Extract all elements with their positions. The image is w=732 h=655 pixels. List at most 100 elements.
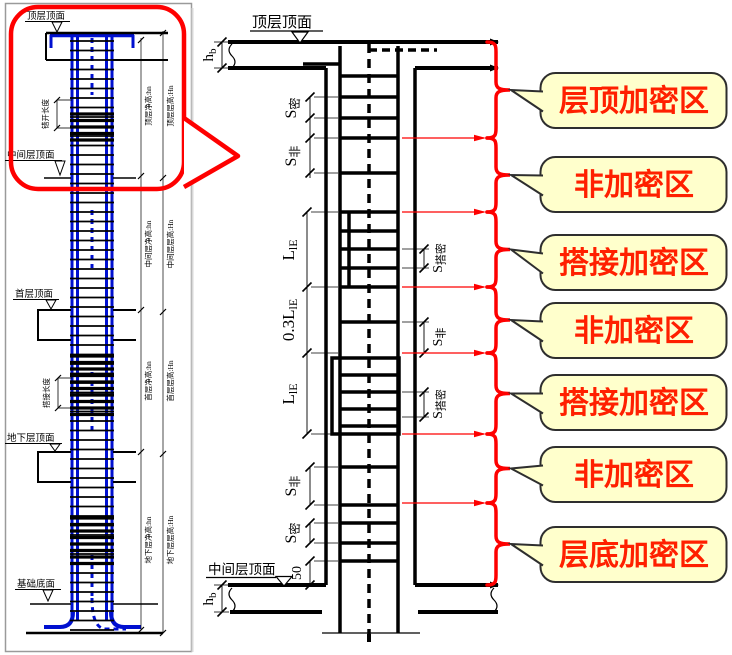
callout-bubble-2: 非加密区 xyxy=(507,156,728,213)
s-lap-dim-2: S搭密 xyxy=(431,389,448,419)
stirrup-line xyxy=(304,579,316,591)
brace-path xyxy=(485,136,511,214)
s-dense-dim-top: S密 xyxy=(283,98,302,119)
stirrup-line xyxy=(304,499,316,511)
break-mark xyxy=(228,43,236,69)
stirrup-line xyxy=(216,606,228,618)
red-zoom-callout xyxy=(8,4,241,192)
brace-path xyxy=(485,210,511,289)
section4-net: 地下层净高:hn xyxy=(143,516,153,563)
callout-bubble-1: 层顶加密区 xyxy=(507,72,728,129)
callout-label: 层底加密区 xyxy=(559,538,709,572)
main-dim-lines xyxy=(214,36,430,618)
panel-label-foundation-face: 基础底面 xyxy=(17,578,55,590)
callout-bubble-4: 非加密区 xyxy=(507,302,728,359)
callout-label: 层顶加密区 xyxy=(559,84,709,118)
stirrup-line xyxy=(304,112,316,124)
leader-arrowhead xyxy=(474,283,486,291)
panel-stirrups xyxy=(70,40,114,631)
stirrup-line xyxy=(216,579,228,591)
brace-path xyxy=(485,40,511,140)
s-lap-dim-1: S搭密 xyxy=(431,243,448,273)
callout-label: 非加密区 xyxy=(574,314,694,348)
left-panel: 顶层顶面 中间层顶面 首层顶面 地下层顶面 基础底面 错开长度 搭接长度 顶层净… xyxy=(4,2,241,653)
callout-bubbles: 层顶加密区 非加密区 搭接加密区 非加密区 搭接加密区 非加密区 xyxy=(507,72,728,583)
main-labels: 顶层顶面 中间层顶面 hb hb S密 S非 LlE 0.3LlE LlE S非… xyxy=(201,15,448,606)
callout-bubble-5: 搭接加密区 xyxy=(507,374,728,431)
dim-tick xyxy=(159,174,167,182)
stirrup-line xyxy=(216,62,228,74)
leader-arrowhead xyxy=(474,208,486,216)
lap2-offset-rect xyxy=(330,356,401,436)
callout-label: 搭接加密区 xyxy=(559,386,709,420)
panel-floor-labels: 顶层顶面 中间层顶面 首层顶面 地下层顶面 基础底面 xyxy=(5,11,70,603)
stirrup-line xyxy=(301,347,313,359)
stirrup-line xyxy=(216,36,228,48)
panel-label-middle-face: 中间层顶面 xyxy=(7,149,55,161)
section2-net: 中间层净高:hn xyxy=(143,220,153,267)
hb-dim-top: hb xyxy=(201,48,219,62)
stirrup-line xyxy=(304,91,316,103)
dim-tick xyxy=(159,308,167,316)
dim-tick xyxy=(137,626,145,634)
dim-tick xyxy=(137,172,145,180)
stirrup-line xyxy=(304,461,316,473)
lle-dim-1: LlE xyxy=(279,239,300,260)
stirrup-line xyxy=(301,206,313,218)
lle-dim-2: LlE xyxy=(279,383,300,404)
stirrup-line xyxy=(304,517,316,529)
panel-section-dims: 错开长度 搭接长度 顶层净高:hn 顶层层高:Hn 中间层净高:hn 中间层层高… xyxy=(40,85,175,564)
dim-tick xyxy=(54,404,62,412)
red-callout-tail xyxy=(182,116,241,189)
stirrup-line xyxy=(301,281,313,293)
panel-label-first-face: 首层顶面 xyxy=(15,288,53,300)
leader-arrowhead xyxy=(474,499,486,507)
stirrup-line xyxy=(304,167,316,179)
panel-label-top-face: 顶层顶面 xyxy=(27,11,65,22)
brace-path xyxy=(485,285,511,355)
section3-net: 首层净高:hn xyxy=(143,361,153,401)
callout-label: 搭接加密区 xyxy=(559,246,709,280)
dim-tick xyxy=(137,448,145,456)
brace-path xyxy=(485,432,511,505)
panel-beams xyxy=(26,31,168,635)
leader-arrowhead xyxy=(474,430,486,438)
section3-storey: 首层层高:Hn xyxy=(165,360,175,401)
dim-tick xyxy=(159,450,167,458)
zone-braces xyxy=(485,40,511,587)
section1-net: 顶层净高:hn xyxy=(143,86,153,126)
hb-dim-bottom: hb xyxy=(201,592,219,606)
section2-storey: 中间层层高:Hn xyxy=(165,219,175,268)
panel-foot-hook-left xyxy=(44,611,75,629)
break-mark xyxy=(490,587,498,613)
callout-bubble-6: 非加密区 xyxy=(507,446,728,503)
callout-bubble-7: 层底加密区 xyxy=(507,526,728,583)
lap-length-label: 搭接长度 xyxy=(41,378,51,408)
point3-lle-dim: 0.3LlE xyxy=(279,299,300,341)
zone-leader-lines xyxy=(402,134,486,507)
dim-50: 50 xyxy=(290,566,305,580)
dim-tick xyxy=(137,36,145,44)
stagger-length-label: 错开长度 xyxy=(40,99,50,129)
panel-foot-hook-center xyxy=(90,597,126,631)
leader-arrowhead xyxy=(474,134,486,142)
brace-path xyxy=(485,351,511,436)
dim-tick xyxy=(53,124,61,132)
top-face-label: 顶层顶面 xyxy=(252,15,312,31)
dim-tick xyxy=(54,374,62,382)
leader-arrowhead xyxy=(474,349,486,357)
s-non-dim-top: S非 xyxy=(283,146,302,167)
callout-label: 非加密区 xyxy=(574,168,694,202)
main-drawing: 顶层顶面 中间层顶面 hb hb S密 S非 LlE 0.3LlE LlE S非… xyxy=(201,15,499,642)
panel-dim-lines xyxy=(53,29,167,637)
brace-path xyxy=(485,501,511,587)
dim-tick xyxy=(159,629,167,637)
stirrup-line xyxy=(304,555,316,567)
panel-label-basement-face: 地下层顶面 xyxy=(7,432,55,444)
dim-tick xyxy=(137,306,145,314)
stirrup-line xyxy=(304,537,316,549)
stirrup-line xyxy=(301,428,313,440)
section4-storey: 地下层层高:Hn xyxy=(165,515,175,564)
